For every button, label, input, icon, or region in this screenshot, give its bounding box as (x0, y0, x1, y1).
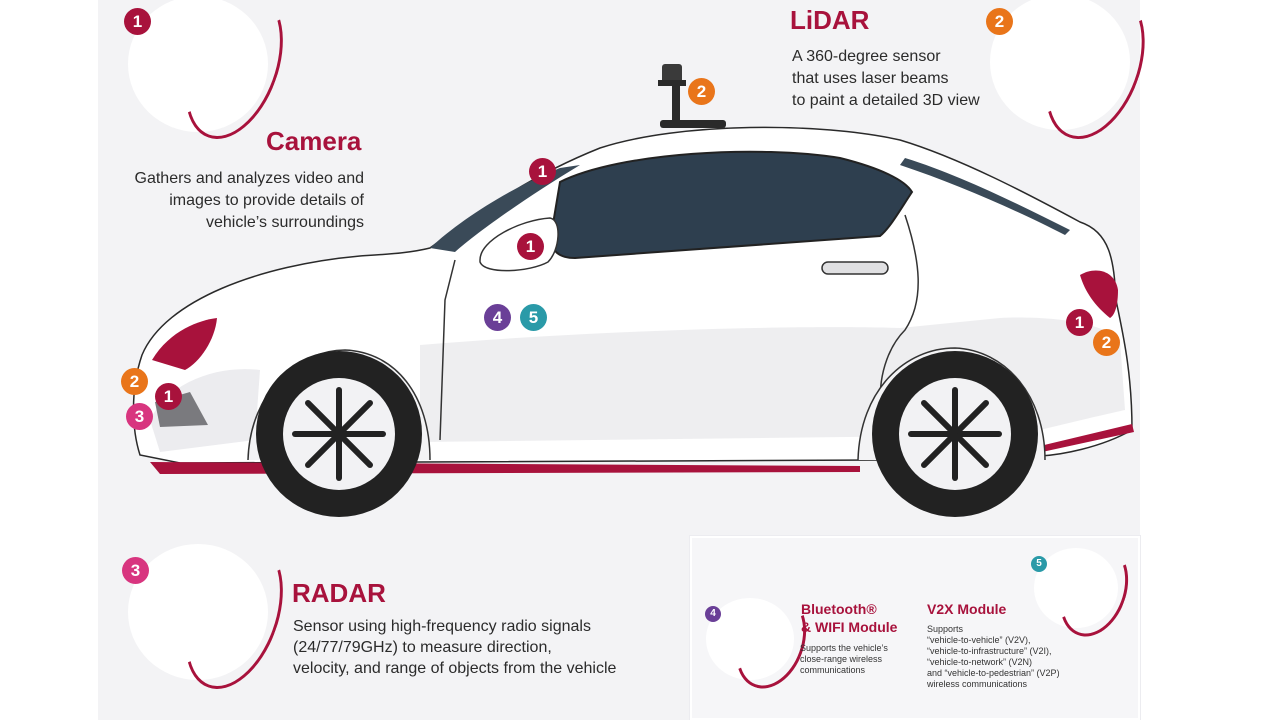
camera-title: Camera (266, 126, 362, 156)
side-window (550, 150, 914, 260)
camera-number-badge: 1 (124, 8, 151, 35)
tail-light (152, 318, 217, 370)
radar-number-badge: 3 (122, 557, 149, 584)
front-wheel (872, 351, 1038, 517)
bluetooth-description: Supports the vehicle’s close-range wirel… (800, 643, 888, 675)
lidar-description: A 360-degree sensor that uses laser beam… (792, 48, 980, 109)
v2x-card (1034, 548, 1118, 628)
marker-roof-lidar: 2 (688, 78, 715, 105)
front-window-strip (900, 158, 1070, 235)
roof-lidar-mount (658, 64, 726, 128)
bluetooth-title: Bluetooth® & WIFI Module (801, 601, 898, 635)
right-margin (1140, 0, 1280, 720)
lidar-title: LiDAR (790, 5, 870, 35)
marker-front-lidar-right: 2 (1093, 329, 1120, 356)
marker-rear-radar-left: 3 (126, 403, 153, 430)
door-line (439, 259, 456, 441)
door-line-2 (879, 214, 919, 401)
radar-title: RADAR (292, 578, 386, 608)
red-stripe (150, 462, 860, 474)
door-handle (821, 261, 889, 275)
marker-door-v2x: 5 (520, 304, 547, 331)
lidar-number-badge: 2 (986, 8, 1013, 35)
rear-window-strip (430, 165, 580, 252)
camera-card (128, 0, 268, 132)
lidar-card (990, 0, 1130, 130)
radar-description: Sensor using high-frequency radio signal… (293, 618, 617, 677)
marker-windshield-camera: 1 (529, 158, 556, 185)
marker-rear-camera-left: 1 (155, 383, 182, 410)
red-stripe-front (1040, 424, 1134, 452)
radar-card (128, 544, 268, 680)
left-margin (0, 0, 98, 720)
marker-door-bluetooth: 4 (484, 304, 511, 331)
v2x-number-badge: 5 (1031, 556, 1047, 572)
marker-mirror-camera: 1 (517, 233, 544, 260)
marker-front-camera-right: 1 (1066, 309, 1093, 336)
headlight (1080, 270, 1118, 318)
v2x-title: V2X Module (927, 601, 1007, 617)
rear-wheel (256, 351, 422, 517)
marker-rear-lidar-left: 2 (121, 368, 148, 395)
camera-description: Gathers and analyzes video and images to… (134, 170, 364, 231)
bluetooth-number-badge: 4 (705, 606, 721, 622)
v2x-description: Supports “vehicle-to-vehicle” (V2V), “ve… (927, 624, 1060, 689)
